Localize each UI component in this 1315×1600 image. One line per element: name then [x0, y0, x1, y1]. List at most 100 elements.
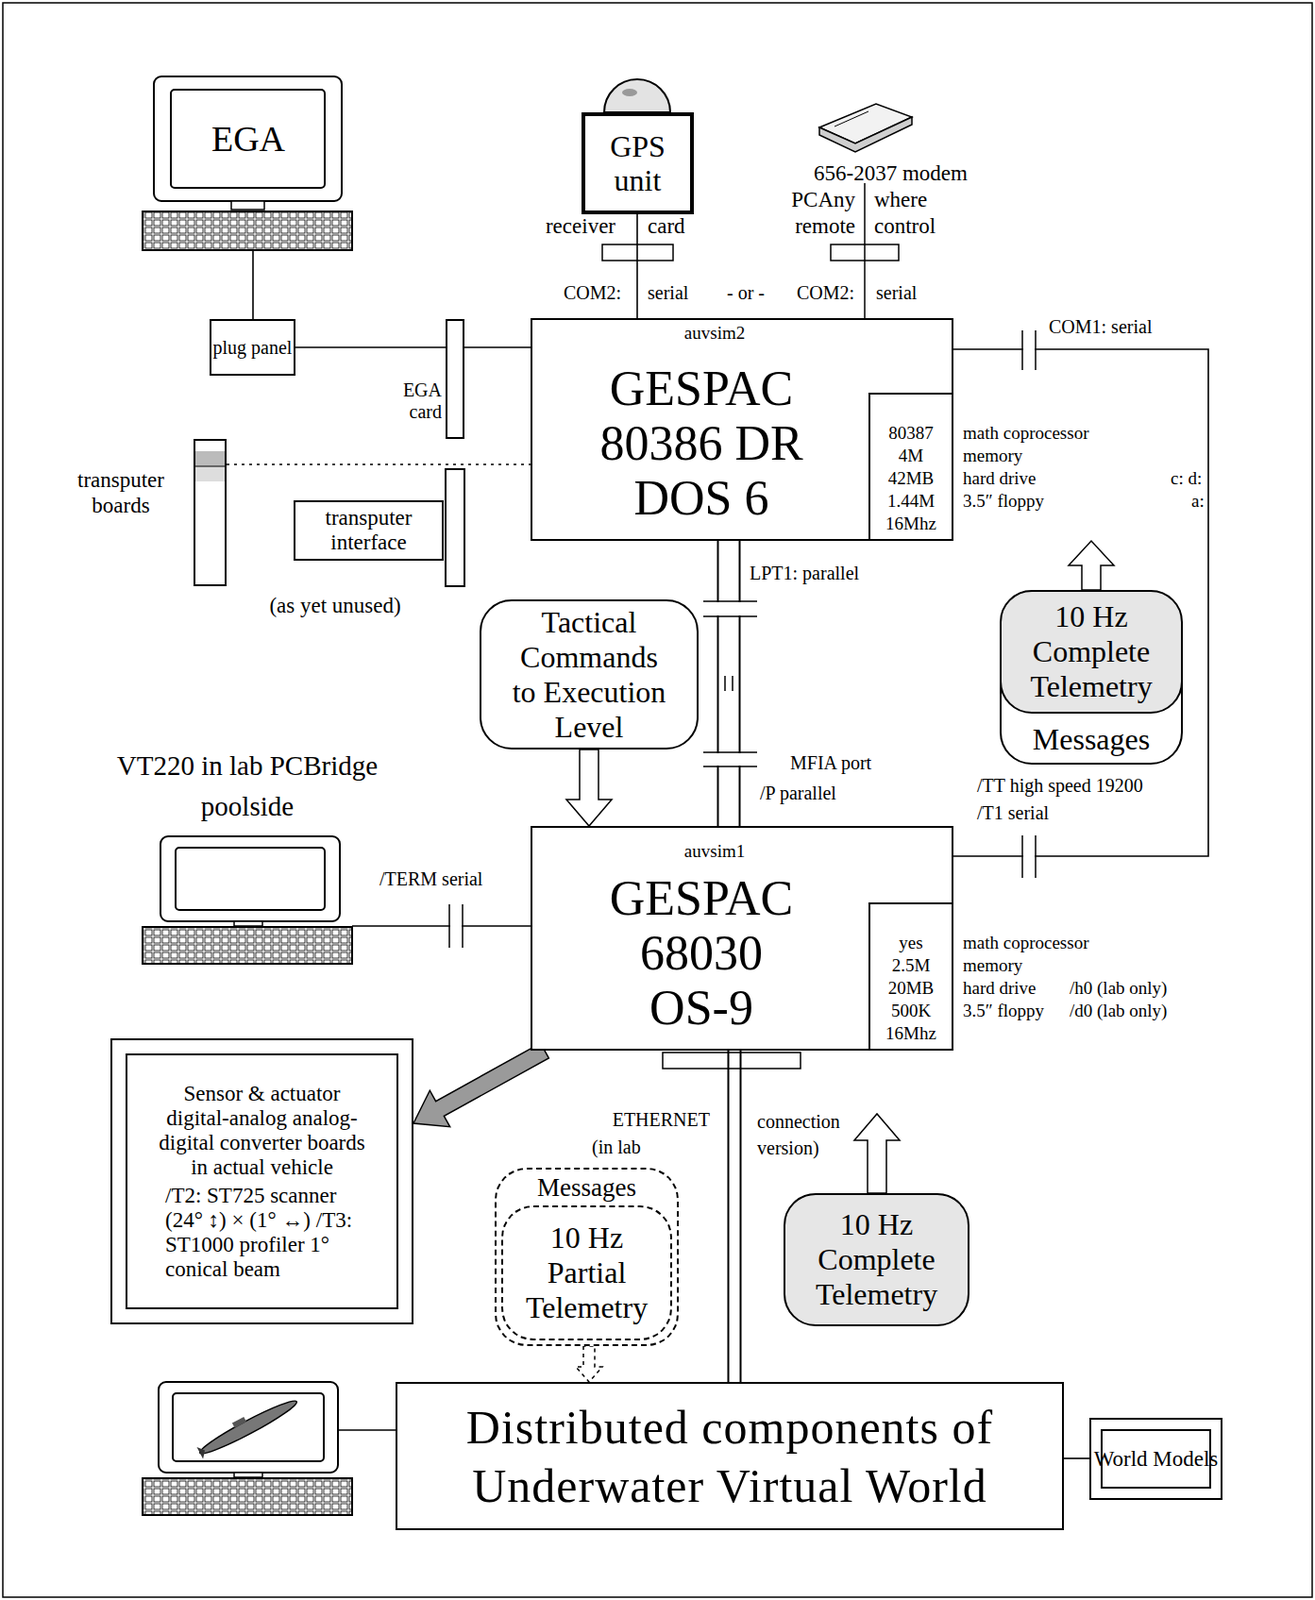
- connector: [734, 1050, 736, 1383]
- modem-icon: [834, 111, 869, 127]
- computer-box: auvsim1GESPAC 68030 OS-9yes 2.5M 20MB 50…: [530, 826, 954, 1051]
- computer-icon: [160, 836, 340, 922]
- terminal: VT220 in lab PCBridge poolside: [142, 836, 353, 964]
- computer-icon: [197, 1444, 209, 1459]
- gps-dome: [622, 88, 638, 97]
- annotation-label: remote: [794, 215, 856, 238]
- annotation-label: /h0 (lab only): [1069, 977, 1167, 1000]
- annotation-label: serial: [876, 281, 917, 304]
- annotation-label: COM2:: [796, 281, 855, 304]
- transputer-board-bands: [194, 451, 226, 467]
- gps-box: GPS unit: [581, 112, 694, 215]
- serial-connector-ticks: [1034, 330, 1037, 371]
- annotation-label: card: [647, 215, 686, 238]
- annotation-label: PCAny: [791, 188, 856, 212]
- gps-dome: [604, 79, 671, 113]
- modem-icon: [819, 117, 912, 152]
- parallel-connector-ticks: [712, 753, 745, 766]
- node-label: transputer interface: [295, 505, 442, 556]
- block-arrow: [413, 1043, 549, 1128]
- annotation-label: (in lab: [591, 1135, 641, 1159]
- computer-icon: [234, 1472, 263, 1478]
- node-label: World Models: [1094, 1446, 1219, 1472]
- parallel-connector-ticks: [703, 765, 758, 768]
- parallel-connector-ticks: [724, 675, 726, 692]
- serial-connector-ticks: [1021, 835, 1024, 878]
- parallel-connector-ticks: [703, 615, 758, 618]
- annotation-label: 3.5″ floppy: [962, 489, 1045, 513]
- serial-connector-ticks: [448, 904, 451, 948]
- gps-dome: [604, 79, 671, 113]
- connector: [637, 214, 639, 319]
- parallel-connector-ticks: [703, 751, 758, 754]
- annotation-label: memory: [962, 954, 1023, 978]
- panel-box: plug panel: [209, 319, 296, 376]
- annotation-label: math coprocessor: [962, 421, 1089, 445]
- connector: [728, 540, 730, 827]
- annotation-label: hard drive: [962, 977, 1037, 1000]
- serial-connector-ticks: [450, 916, 462, 936]
- connector-line: [953, 349, 1209, 857]
- computer-icon: [337, 1429, 396, 1432]
- computer-monitor: EGA: [142, 76, 353, 251]
- ethernet-connector: [662, 1052, 801, 1069]
- annotation-label: receiver: [545, 215, 616, 238]
- message-bubble: Messages10 Hz Partial Telemetry: [494, 1167, 679, 1347]
- computer-icon: [142, 1478, 353, 1516]
- computer-icon: [232, 1416, 247, 1429]
- connector-line: [295, 346, 446, 349]
- annotation-label: /TERM serial: [379, 867, 483, 891]
- annotation-label: COM1: serial: [1048, 315, 1152, 338]
- computer-icon: [142, 76, 353, 251]
- transputer-board-bands: [194, 451, 226, 482]
- interface-card: [445, 469, 465, 587]
- annotation-label: math coprocessor: [962, 931, 1089, 955]
- board-stack: transputer boards: [193, 438, 227, 587]
- connector: [953, 349, 1209, 857]
- node-body: GESPAC 68030 OS-9: [600, 871, 804, 1036]
- connector: [352, 926, 531, 928]
- block-arrow: [575, 1346, 603, 1383]
- connector-line: [464, 346, 531, 349]
- annotation-label: /P parallel: [759, 781, 837, 805]
- node-label: Sensor & actuator digital-analog analog-…: [153, 1081, 371, 1181]
- node-label: VT220 in lab PCBridge poolside: [96, 745, 399, 827]
- node-label: plug panel: [213, 337, 293, 359]
- parallel-connector-ticks: [731, 675, 734, 692]
- computer-icon: [197, 1396, 301, 1460]
- annotation-label: (as yet unused): [269, 594, 401, 618]
- parallel-connector-ticks: [703, 600, 758, 603]
- connector: [464, 347, 531, 349]
- node-body: /T2: ST725 scanner (24° ↕) × (1° ↔) /T3:…: [165, 1183, 359, 1282]
- transputer-board-bands: [194, 466, 226, 482]
- virtual-world-box: Distributed components of Underwater Vir…: [395, 1382, 1064, 1531]
- node-label: GPS unit: [585, 129, 691, 198]
- computer-icon: [142, 836, 353, 964]
- telemetry-block-arrow: [854, 1113, 900, 1194]
- modem-icon: [819, 103, 912, 152]
- annotation-label: - or -: [726, 281, 765, 304]
- annotation-label: /d0 (lab only): [1069, 999, 1167, 1023]
- serial-connector-ticks: [1021, 330, 1024, 371]
- node-body: GESPAC 80386 DR DOS 6: [588, 361, 815, 526]
- telemetry-bubble: 10 Hz Partial Telemetry: [501, 1205, 673, 1341]
- transputer-board-bands: [194, 466, 226, 468]
- connector: [1063, 1458, 1090, 1460]
- node-label: yes 2.5M 20MB 500K 16Mhz: [879, 931, 943, 1046]
- ethernet-connector: [662, 1052, 801, 1069]
- serial-connector-ticks: [1023, 846, 1035, 866]
- connector: [413, 1043, 549, 1128]
- telemetry-bubble: 10 Hz Complete Telemetry: [783, 1193, 970, 1327]
- command-bubble: Tactical Commands to Execution Level: [479, 599, 699, 750]
- annotation-label: where: [874, 188, 928, 212]
- node-label: Distributed components of Underwater Vir…: [437, 1398, 1023, 1516]
- double-line: [719, 540, 740, 827]
- connector: [252, 250, 254, 320]
- computer-icon: [194, 1391, 300, 1459]
- node-label: 10 Hz Complete Telemetry: [1020, 599, 1163, 705]
- card-slot: EGA card: [445, 319, 465, 439]
- block-arrow: [1068, 540, 1114, 591]
- node-label: auvsim2: [684, 321, 745, 345]
- double-line: [729, 1050, 741, 1383]
